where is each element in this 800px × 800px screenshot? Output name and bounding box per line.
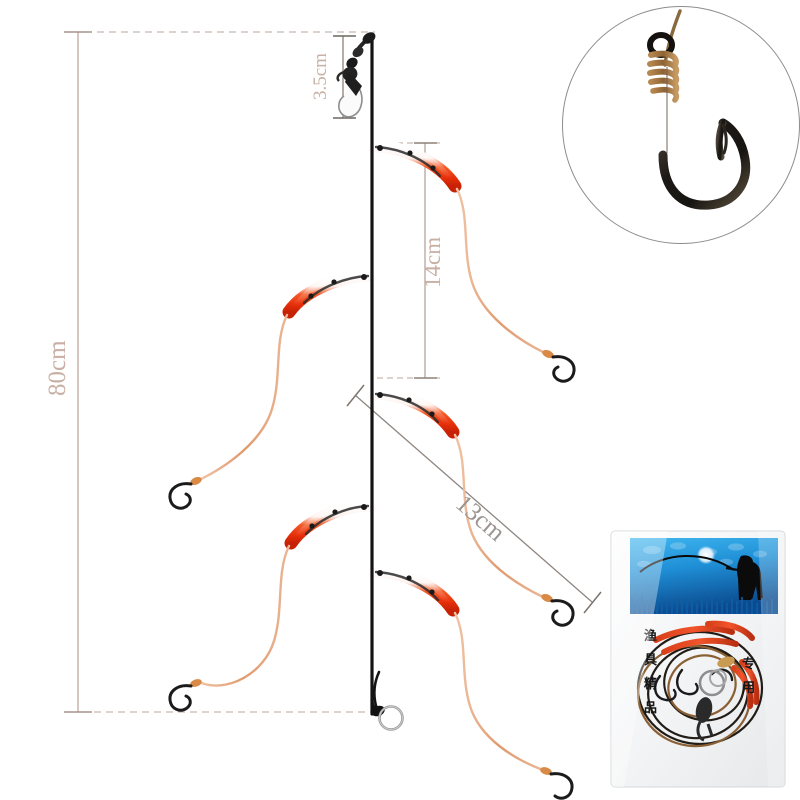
- dropper-arm-2: [168, 268, 378, 510]
- dimension-14cm: [377, 142, 440, 379]
- svg-text:精: 精: [644, 676, 657, 692]
- dimension-80cm: [64, 31, 375, 713]
- dimension-label-80cm: 80cm: [44, 340, 71, 396]
- dimension-13cm: [346, 384, 602, 614]
- package-graphic: 渔 具 精 品 专 用: [610, 530, 786, 788]
- svg-text:品: 品: [644, 701, 657, 716]
- svg-text:渔: 渔: [644, 628, 657, 644]
- package-header-card: [630, 538, 778, 614]
- dropper-arm-3: [366, 386, 575, 627]
- svg-text:用: 用: [741, 681, 755, 696]
- hook-closeup-graphic: [647, 9, 751, 210]
- snap-swivel: [336, 32, 376, 118]
- dropper-arm-5: [366, 564, 574, 800]
- svg-text:专: 专: [742, 656, 755, 672]
- bottom-split-ring: [370, 670, 404, 731]
- hook-closeup-inset: [562, 6, 800, 244]
- dimension-label-3-5cm: 3.5cm: [310, 53, 331, 100]
- snell-knot: [647, 50, 680, 103]
- dropper-arm-4: [168, 498, 378, 712]
- package-brand-text: 渔 具 精 品 专 用: [644, 628, 755, 716]
- svg-text:具: 具: [644, 653, 657, 668]
- product-package: 渔 具 精 品 专 用: [608, 528, 788, 790]
- dimension-label-14cm: 14cm: [420, 236, 445, 288]
- dropper-arm-1: [366, 139, 576, 383]
- package-contents: [636, 620, 764, 748]
